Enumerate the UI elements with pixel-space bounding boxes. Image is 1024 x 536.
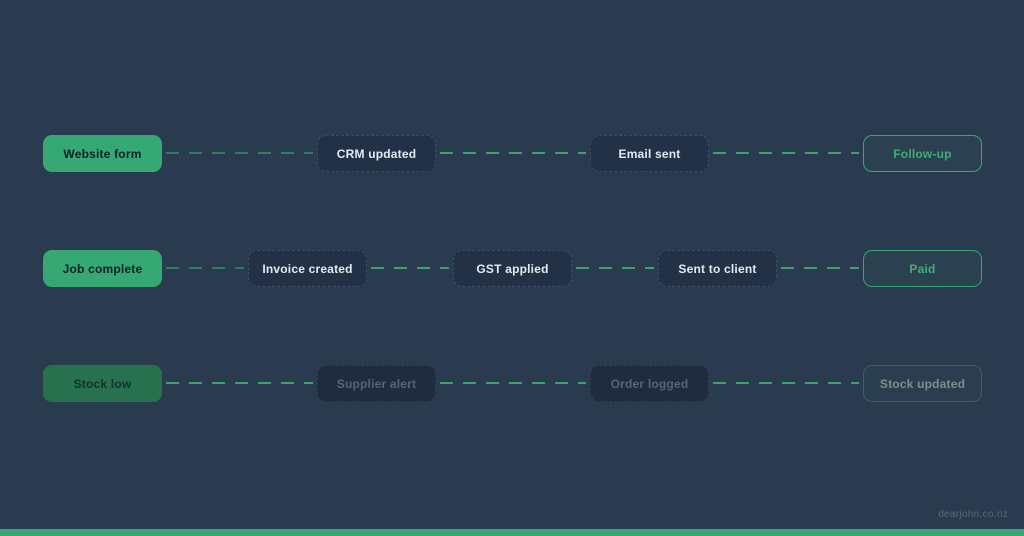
connector: [166, 382, 313, 384]
connector: [371, 267, 449, 269]
connector: [576, 267, 654, 269]
node-email-sent: Email sent: [590, 135, 709, 172]
connector: [713, 152, 859, 154]
node-crm-updated: CRM updated: [317, 135, 436, 172]
node-invoice-created: Invoice created: [248, 250, 367, 287]
node-stock-low: Stock low: [43, 365, 162, 402]
node-follow-up: Follow-up: [863, 135, 982, 172]
node-sent-to-client: Sent to client: [658, 250, 777, 287]
connector: [440, 152, 586, 154]
node-job-complete: Job complete: [43, 250, 162, 287]
watermark-url: dearjohn.co.nz: [938, 509, 1008, 520]
node-gst-applied: GST applied: [453, 250, 572, 287]
connector: [166, 267, 244, 269]
node-stock-updated: Stock updated: [863, 365, 982, 402]
node-order-logged: Order logged: [590, 365, 709, 402]
connector: [781, 267, 859, 269]
connector: [166, 152, 313, 154]
connector: [713, 382, 859, 384]
node-paid: Paid: [863, 250, 982, 287]
connector: [440, 382, 586, 384]
node-supplier-alert: Supplier alert: [317, 365, 436, 402]
bottom-accent-bar: [0, 529, 1024, 536]
node-website-form: Website form: [43, 135, 162, 172]
